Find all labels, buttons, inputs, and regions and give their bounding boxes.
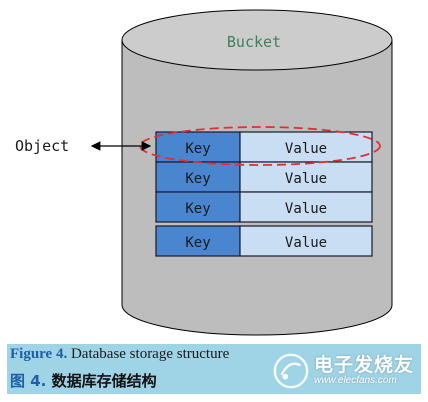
table-row: Key Value xyxy=(155,191,373,223)
caption-chinese: 图 4. 数据库存储结构 xyxy=(10,370,157,391)
object-highlight-ellipse xyxy=(139,126,381,166)
value-cell: Value xyxy=(285,235,327,251)
elecfans-logo-icon xyxy=(273,353,309,389)
bucket-cylinder-top xyxy=(121,9,393,71)
table-row: Key Value xyxy=(155,225,373,257)
watermark-brand: 电子发烧友 xyxy=(313,353,414,376)
figure-label: Figure 4. xyxy=(10,346,68,362)
table-row: Key Value xyxy=(155,161,373,193)
value-cell: Value xyxy=(285,141,327,157)
figure-title-zh: 数据库存储结构 xyxy=(46,372,157,390)
key-cell: Key xyxy=(185,201,210,217)
key-cell: Key xyxy=(185,171,210,187)
figure-title: Database storage structure xyxy=(67,346,230,362)
caption-english: Figure 4. Database storage structure xyxy=(10,346,229,363)
value-cell: Value xyxy=(285,201,327,217)
key-cell: Key xyxy=(185,235,210,251)
value-cell: Value xyxy=(285,171,327,187)
watermark-url: www.elecfans.com xyxy=(313,374,397,386)
bucket-label: Bucket xyxy=(227,33,281,51)
key-cell: Key xyxy=(185,141,210,157)
watermark: 电子发烧友 www.elecfans.com xyxy=(272,352,414,390)
key-value-table: Key Value Key Value Key Value Key Value xyxy=(155,131,373,257)
caption-bar xyxy=(7,344,421,394)
figure-label-zh: 图 4. xyxy=(10,372,47,390)
table-row: Key Value xyxy=(155,131,373,163)
object-label: Object xyxy=(15,137,69,155)
